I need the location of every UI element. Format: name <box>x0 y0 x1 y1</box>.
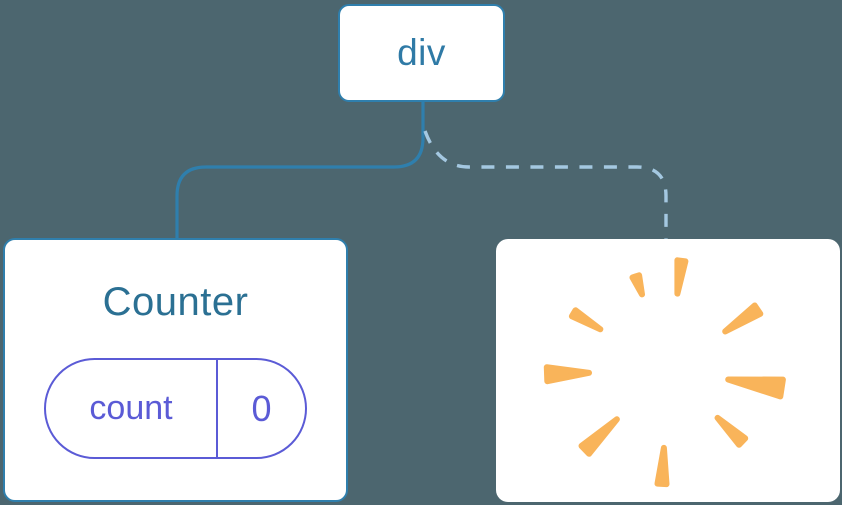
poof-ray <box>578 416 620 457</box>
edge-div-to-counter <box>175 100 425 242</box>
poof-ray <box>543 364 592 385</box>
poof-ray <box>674 257 689 297</box>
poof-ray <box>629 272 645 298</box>
state-pill: count 0 <box>44 358 307 459</box>
state-value-label: 0 <box>251 387 272 429</box>
tree-node-counter: Counter count 0 <box>3 238 348 502</box>
poof-ray <box>714 414 749 448</box>
state-key-label: count <box>46 360 218 457</box>
edge-div-to-removed <box>423 130 668 240</box>
tree-node-div: div <box>338 4 505 102</box>
counter-title: Counter <box>102 280 249 324</box>
poof-ray <box>654 444 670 488</box>
poof-burst-icon <box>543 257 786 488</box>
poof-ray <box>568 307 604 333</box>
poof-ray <box>725 376 786 400</box>
poof-ray <box>722 302 764 335</box>
tree-node-removed <box>496 239 840 502</box>
div-node-label: div <box>397 32 446 73</box>
